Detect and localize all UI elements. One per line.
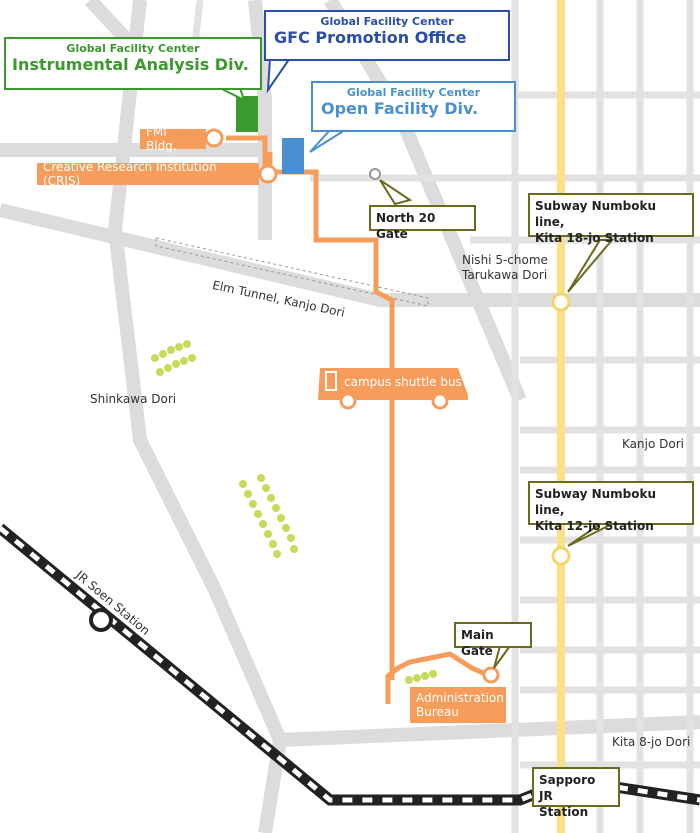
kita12-line2: Kita 12-jo Station xyxy=(535,519,654,533)
kita18-callout: Subway Numboku line, Kita 18-jo Station xyxy=(528,193,694,245)
instrumental-building-icon xyxy=(236,96,258,132)
open-facility-building-icon xyxy=(282,138,304,174)
promotion-org: Global Facility Center xyxy=(320,15,454,28)
soen-station-marker xyxy=(89,608,113,632)
admin-bureau-outline xyxy=(385,651,492,704)
kita12-callout: Subway Numboku line, Kita 12-jo Station xyxy=(528,481,694,533)
open-pointer xyxy=(309,129,349,153)
callout-pointers xyxy=(379,179,615,669)
kanjo-label: Kanjo Dori xyxy=(622,437,684,451)
admin-line2: Bureau xyxy=(416,705,459,719)
nishi5-line1: Nishi 5-chome xyxy=(462,253,548,267)
instrumental-org: Global Facility Center xyxy=(66,42,200,55)
kita18-line1: Subway Numboku line, xyxy=(535,199,657,229)
open-name: Open Facility Div. xyxy=(321,99,479,118)
nishi5-label: Nishi 5-chome Tarukawa Dori xyxy=(462,253,548,283)
kita8-label: Kita 8-jo Dori xyxy=(612,735,691,749)
main-gate-marker xyxy=(482,666,500,684)
admin-bureau-label: Administration Bureau xyxy=(410,687,506,723)
admin-line1: Administration xyxy=(416,691,504,705)
north20-gate-callout: North 20 Gate xyxy=(369,205,476,241)
sapporo-line2: Station xyxy=(539,805,589,819)
fmi-marker xyxy=(204,128,224,148)
cris-marker xyxy=(258,164,278,184)
nishi5-line2: Tarukawa Dori xyxy=(462,268,548,282)
kita12-line1: Subway Numboku line, xyxy=(535,487,657,517)
shinkawa-label: Shinkawa Dori xyxy=(90,392,177,406)
walking-route xyxy=(226,135,395,680)
instrumental-name: Instrumental Analysis Div. xyxy=(12,55,249,74)
shuttle-bus-icon xyxy=(318,368,468,410)
open-facility-box: Global Facility Center Open Facility Div… xyxy=(311,81,516,132)
fmi-building-label: FMI Bldg. xyxy=(140,125,206,153)
sapporo-line1: Sapporo JR xyxy=(539,773,596,803)
kita12-station-marker xyxy=(551,546,571,566)
jr-line xyxy=(0,523,700,806)
open-org: Global Facility Center xyxy=(346,86,481,99)
main-gate-callout: Main Gate xyxy=(454,622,532,658)
kita18-line2: Kita 18-jo Station xyxy=(535,231,654,245)
trees xyxy=(151,340,437,684)
road-segment xyxy=(0,203,700,307)
promotion-name: GFC Promotion Office xyxy=(274,28,467,47)
road-segment xyxy=(248,0,272,240)
promotion-office-box: Global Facility Center GFC Promotion Off… xyxy=(264,10,510,61)
instrumental-analysis-box: Global Facility Center Instrumental Anal… xyxy=(4,37,262,90)
kita18-station-marker xyxy=(551,292,571,312)
road-segment xyxy=(279,715,700,747)
north20-gate-marker xyxy=(369,168,381,180)
promotion-pointer xyxy=(266,57,292,94)
shuttle-label: campus shuttle bus xyxy=(344,375,462,389)
cris-building-label: Creative Research Institution (CRIS) xyxy=(37,160,259,188)
sapporo-station-callout: Sapporo JR Station xyxy=(532,767,620,819)
